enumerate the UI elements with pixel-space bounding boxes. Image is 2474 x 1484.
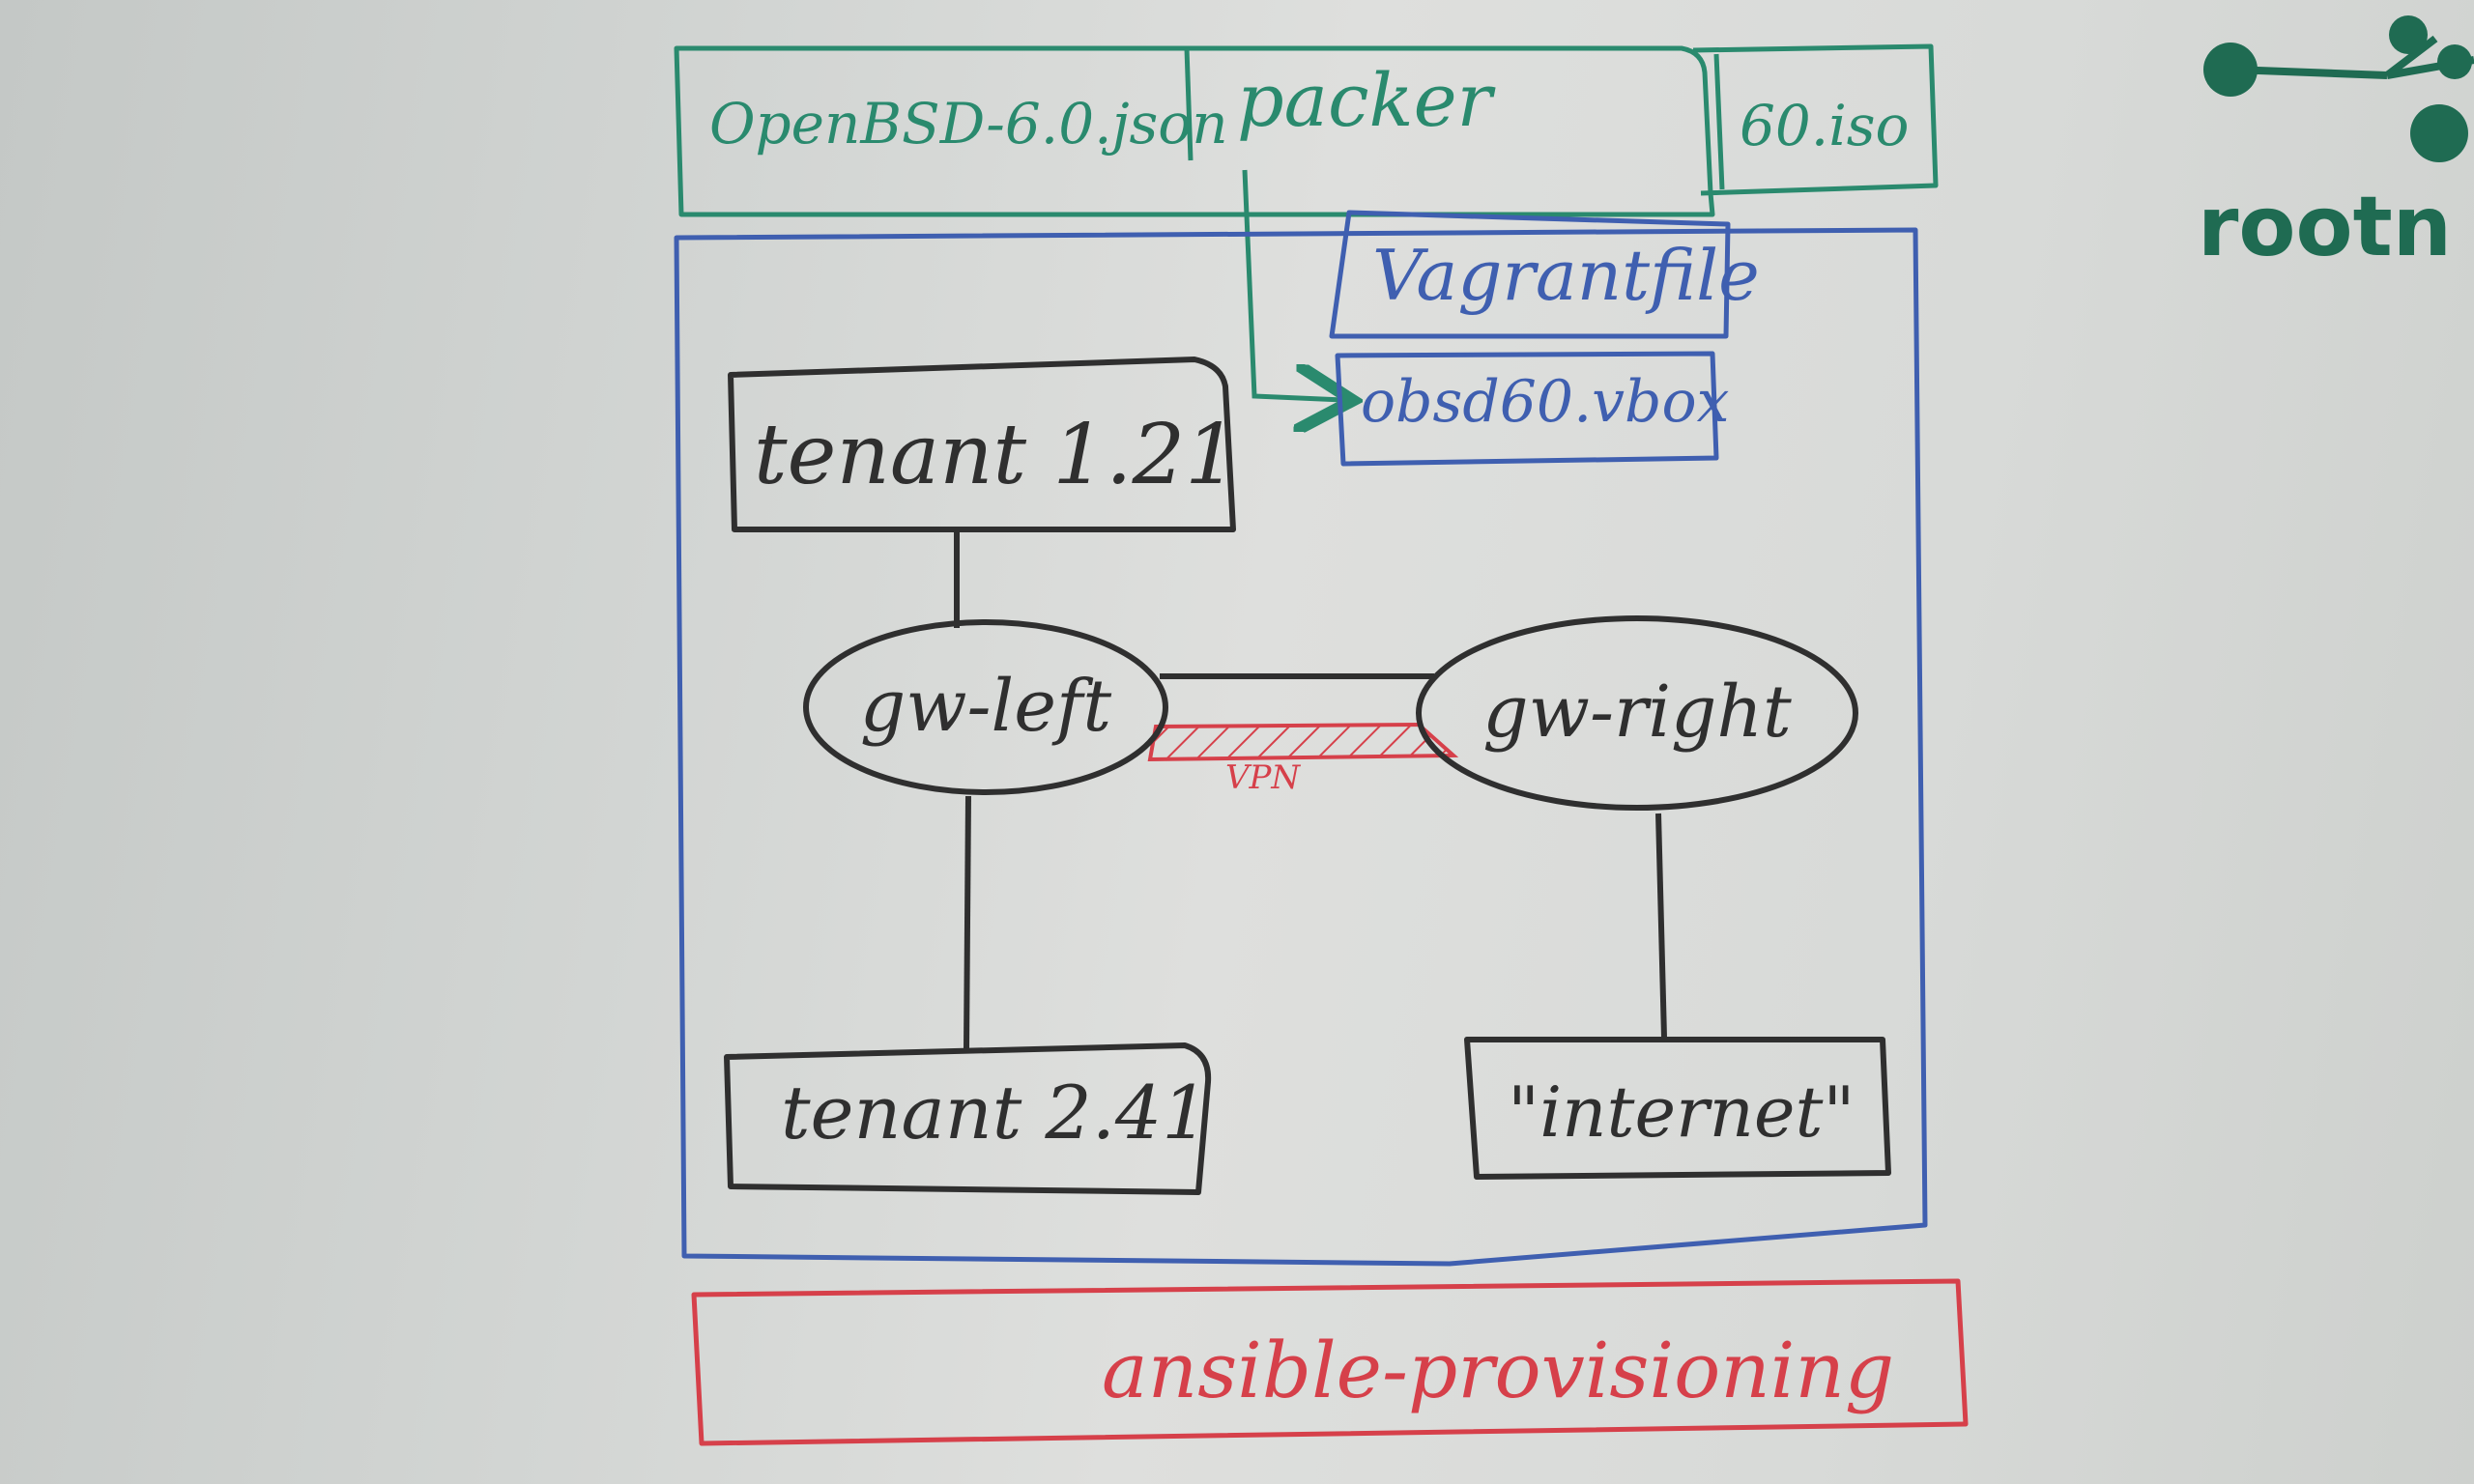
ansible-frame [691,1278,1969,1446]
internet-node: "internet" [1464,1037,1891,1180]
link-gwleft-tenant2 [964,795,971,1050]
gw-right-label: gw-right [1482,671,1792,754]
logo-text: rootn [2198,179,2452,275]
vagrantfile-label: Vagrantfile [1372,235,1760,316]
gw-left-label: gw-left [860,665,1112,748]
ansible-provisioning: ansible-provisioning [691,1278,1969,1446]
vagrant-frame [674,227,1928,1267]
gw-left-node: gw-left [803,619,1168,795]
json-file-label: OpenBSD-6.0.json [709,91,1228,157]
tenant1-node: tenant 1.21 [728,357,1238,532]
packer-bar-frame [674,45,1715,217]
vpn-tunnel [1147,722,1459,762]
internet-label: "internet" [1508,1071,1856,1153]
tenant1-box [728,357,1236,532]
tenant2-box [724,1042,1212,1195]
nodes: tenant 1.21 gw-left gw-right tenant 2.41… [724,357,1891,1195]
packer-divider-left [1184,47,1194,161]
network-nodes-icon [2203,15,2474,162]
connections: VPN [954,531,1667,1050]
ansible-label: ansible-provisioning [1102,1326,1894,1415]
link-gwright-internet [1655,813,1667,1039]
tenant2-node: tenant 2.41 [724,1042,1212,1195]
gw-right-ellipse [1416,615,1858,811]
iso-box-frame [1692,43,1939,196]
gw-right-node: gw-right [1416,615,1858,811]
vpn-label: VPN [1225,758,1301,797]
vagrantfile-box [1329,210,1731,339]
logo: rootn [2198,15,2474,275]
vbox-label: obsd60.vbox [1361,368,1729,436]
gw-left-ellipse [803,619,1168,795]
packer-label: packer [1237,57,1497,143]
tenant1-label: tenant 1.21 [754,407,1238,503]
packer-to-vbox-arrow [1242,169,1343,400]
vbox-box [1335,351,1719,467]
packer-bar: OpenBSD-6.0.json packer 60.iso [674,43,1939,400]
iso-file-label: 60.iso [1740,93,1909,158]
packer-divider-right [1713,53,1725,190]
vagrant-environment: Vagrantfile obsd60.vbox [674,210,1928,1267]
internet-box [1464,1037,1891,1180]
tenant2-label: tenant 2.41 [781,1070,1209,1156]
